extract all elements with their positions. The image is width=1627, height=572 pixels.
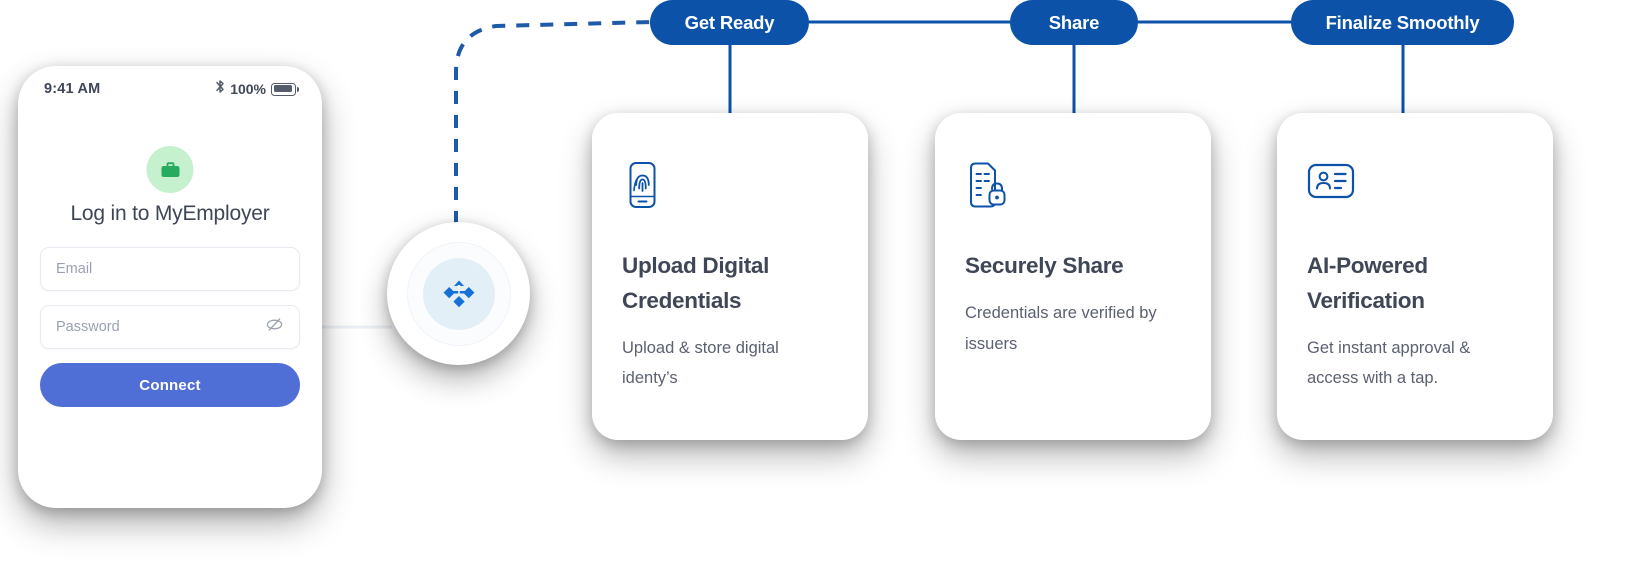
battery-full-icon xyxy=(271,82,299,96)
password-field-placeholder: Password xyxy=(56,319,120,335)
feature-card-description: Credentials are verified by issuers xyxy=(965,303,1157,353)
feature-card-title: Securely Share xyxy=(965,253,1124,278)
bluetooth-icon xyxy=(215,79,225,99)
identity-hub-node[interactable] xyxy=(387,222,530,365)
phone-status-bar: 9:41 AM 100% xyxy=(18,66,322,112)
phone-login-title: Log in to MyEmployer xyxy=(70,202,270,225)
feature-card-description: Get instant approval & access with a tap… xyxy=(1307,338,1471,388)
connect-button[interactable]: Connect xyxy=(40,363,300,407)
document-lock-icon xyxy=(965,161,1181,209)
step-pill-share[interactable]: Share xyxy=(1010,0,1138,45)
feature-card-title: Upload Digital Credentials xyxy=(622,253,770,313)
status-bar-time: 9:41 AM xyxy=(44,81,101,97)
battery-percent-label: 100% xyxy=(230,81,266,97)
id-card-icon xyxy=(1307,161,1523,209)
feature-card-securely-share[interactable]: Securely Share Credentials are verified … xyxy=(935,113,1211,440)
phone-fingerprint-icon xyxy=(622,161,838,209)
feature-card-title: AI-Powered Verification xyxy=(1307,253,1428,313)
email-field[interactable]: Email xyxy=(40,247,300,291)
email-field-placeholder: Email xyxy=(56,261,93,277)
briefcase-icon xyxy=(146,146,194,193)
feature-card-upload-digital-credentials[interactable]: Upload Digital Credentials Upload & stor… xyxy=(592,113,868,440)
step-pill-get-ready[interactable]: Get Ready xyxy=(650,0,809,45)
hub-ring-inner xyxy=(422,257,495,330)
feature-card-ai-powered-verification[interactable]: AI-Powered Verification Get instant appr… xyxy=(1277,113,1553,440)
node-cluster-icon xyxy=(443,280,474,307)
phone-mockup: 9:41 AM 100% Log in to MyEmployer xyxy=(18,66,322,508)
hub-ring-middle xyxy=(406,241,511,346)
step-pill-finalize-smoothly[interactable]: Finalize Smoothly xyxy=(1291,0,1514,45)
status-bar-right-cluster: 100% xyxy=(215,79,299,99)
eye-off-icon[interactable] xyxy=(265,315,284,339)
feature-card-description: Upload & store digital identy’s xyxy=(622,338,779,388)
password-field[interactable]: Password xyxy=(40,305,300,349)
